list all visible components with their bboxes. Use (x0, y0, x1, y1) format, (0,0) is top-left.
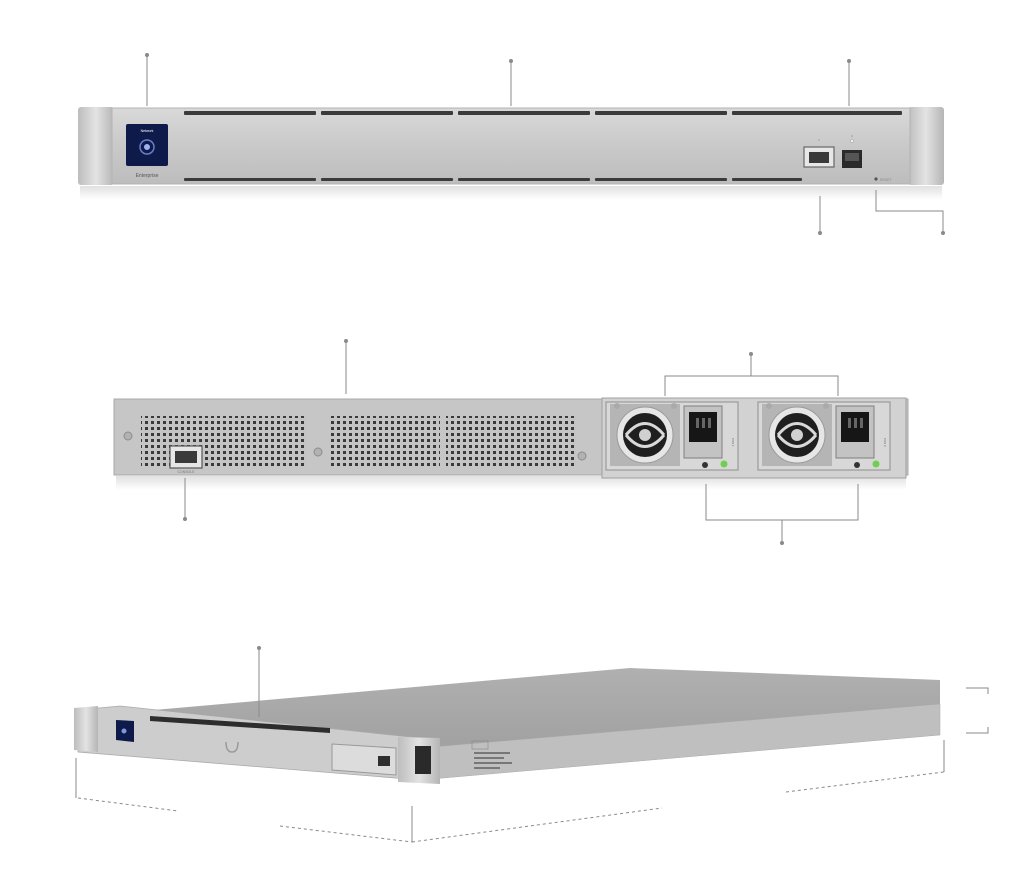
front-panel (111, 107, 911, 185)
ethernet-port-icon[interactable] (378, 756, 390, 766)
reset-button[interactable] (874, 177, 878, 181)
perspective-callout (257, 646, 261, 717)
rear-vent-mid (330, 416, 440, 466)
screw-icon (313, 447, 323, 457)
console-label: CONSOLE (177, 470, 195, 474)
rear-vent-right (446, 416, 576, 466)
display-label: Network (141, 129, 154, 133)
display-dot-icon (144, 144, 150, 150)
rear-view: CONSOLE PSU 1 (113, 339, 909, 545)
left-rack-ear (74, 706, 98, 752)
front-vent-slots (184, 111, 902, 181)
front-shadow (80, 186, 942, 200)
port-label-2: 2 (851, 134, 853, 138)
psu-label-2: PSU 2 (883, 438, 887, 447)
brand-text: Enterprise (136, 173, 159, 179)
front-view: Network Enterprise 1 2 RESET (78, 53, 945, 235)
handle-slot (415, 746, 431, 774)
ubiquiti-logo-icon (225, 741, 239, 753)
front-callouts (145, 53, 945, 235)
ethernet-port-icon (809, 152, 829, 163)
port-bay (331, 743, 397, 776)
reset-label: RESET (880, 178, 893, 182)
rear-vent-left (141, 416, 307, 466)
compliance-label (471, 740, 512, 769)
port-led (850, 139, 854, 143)
psu-1[interactable]: PSU 1 (605, 401, 739, 471)
psu-label-1: PSU 1 (731, 438, 735, 447)
front-vent-slot (150, 716, 330, 733)
screw-icon (577, 451, 587, 461)
perspective-view (74, 646, 989, 843)
psu-led (872, 460, 880, 468)
sfp-port-icon (845, 153, 859, 161)
screw-icon (123, 431, 133, 441)
rear-callouts (183, 339, 859, 545)
port-label-1: 1 (818, 138, 820, 142)
psu-2[interactable]: PSU 2 (757, 401, 891, 471)
display-ring-icon (139, 139, 155, 155)
ethernet-port-icon (175, 451, 197, 463)
dimension-lines (75, 687, 989, 843)
rear-shadow (116, 476, 906, 490)
right-rack-ear (908, 107, 944, 185)
psu-led (720, 460, 728, 468)
left-rack-ear (78, 107, 114, 185)
